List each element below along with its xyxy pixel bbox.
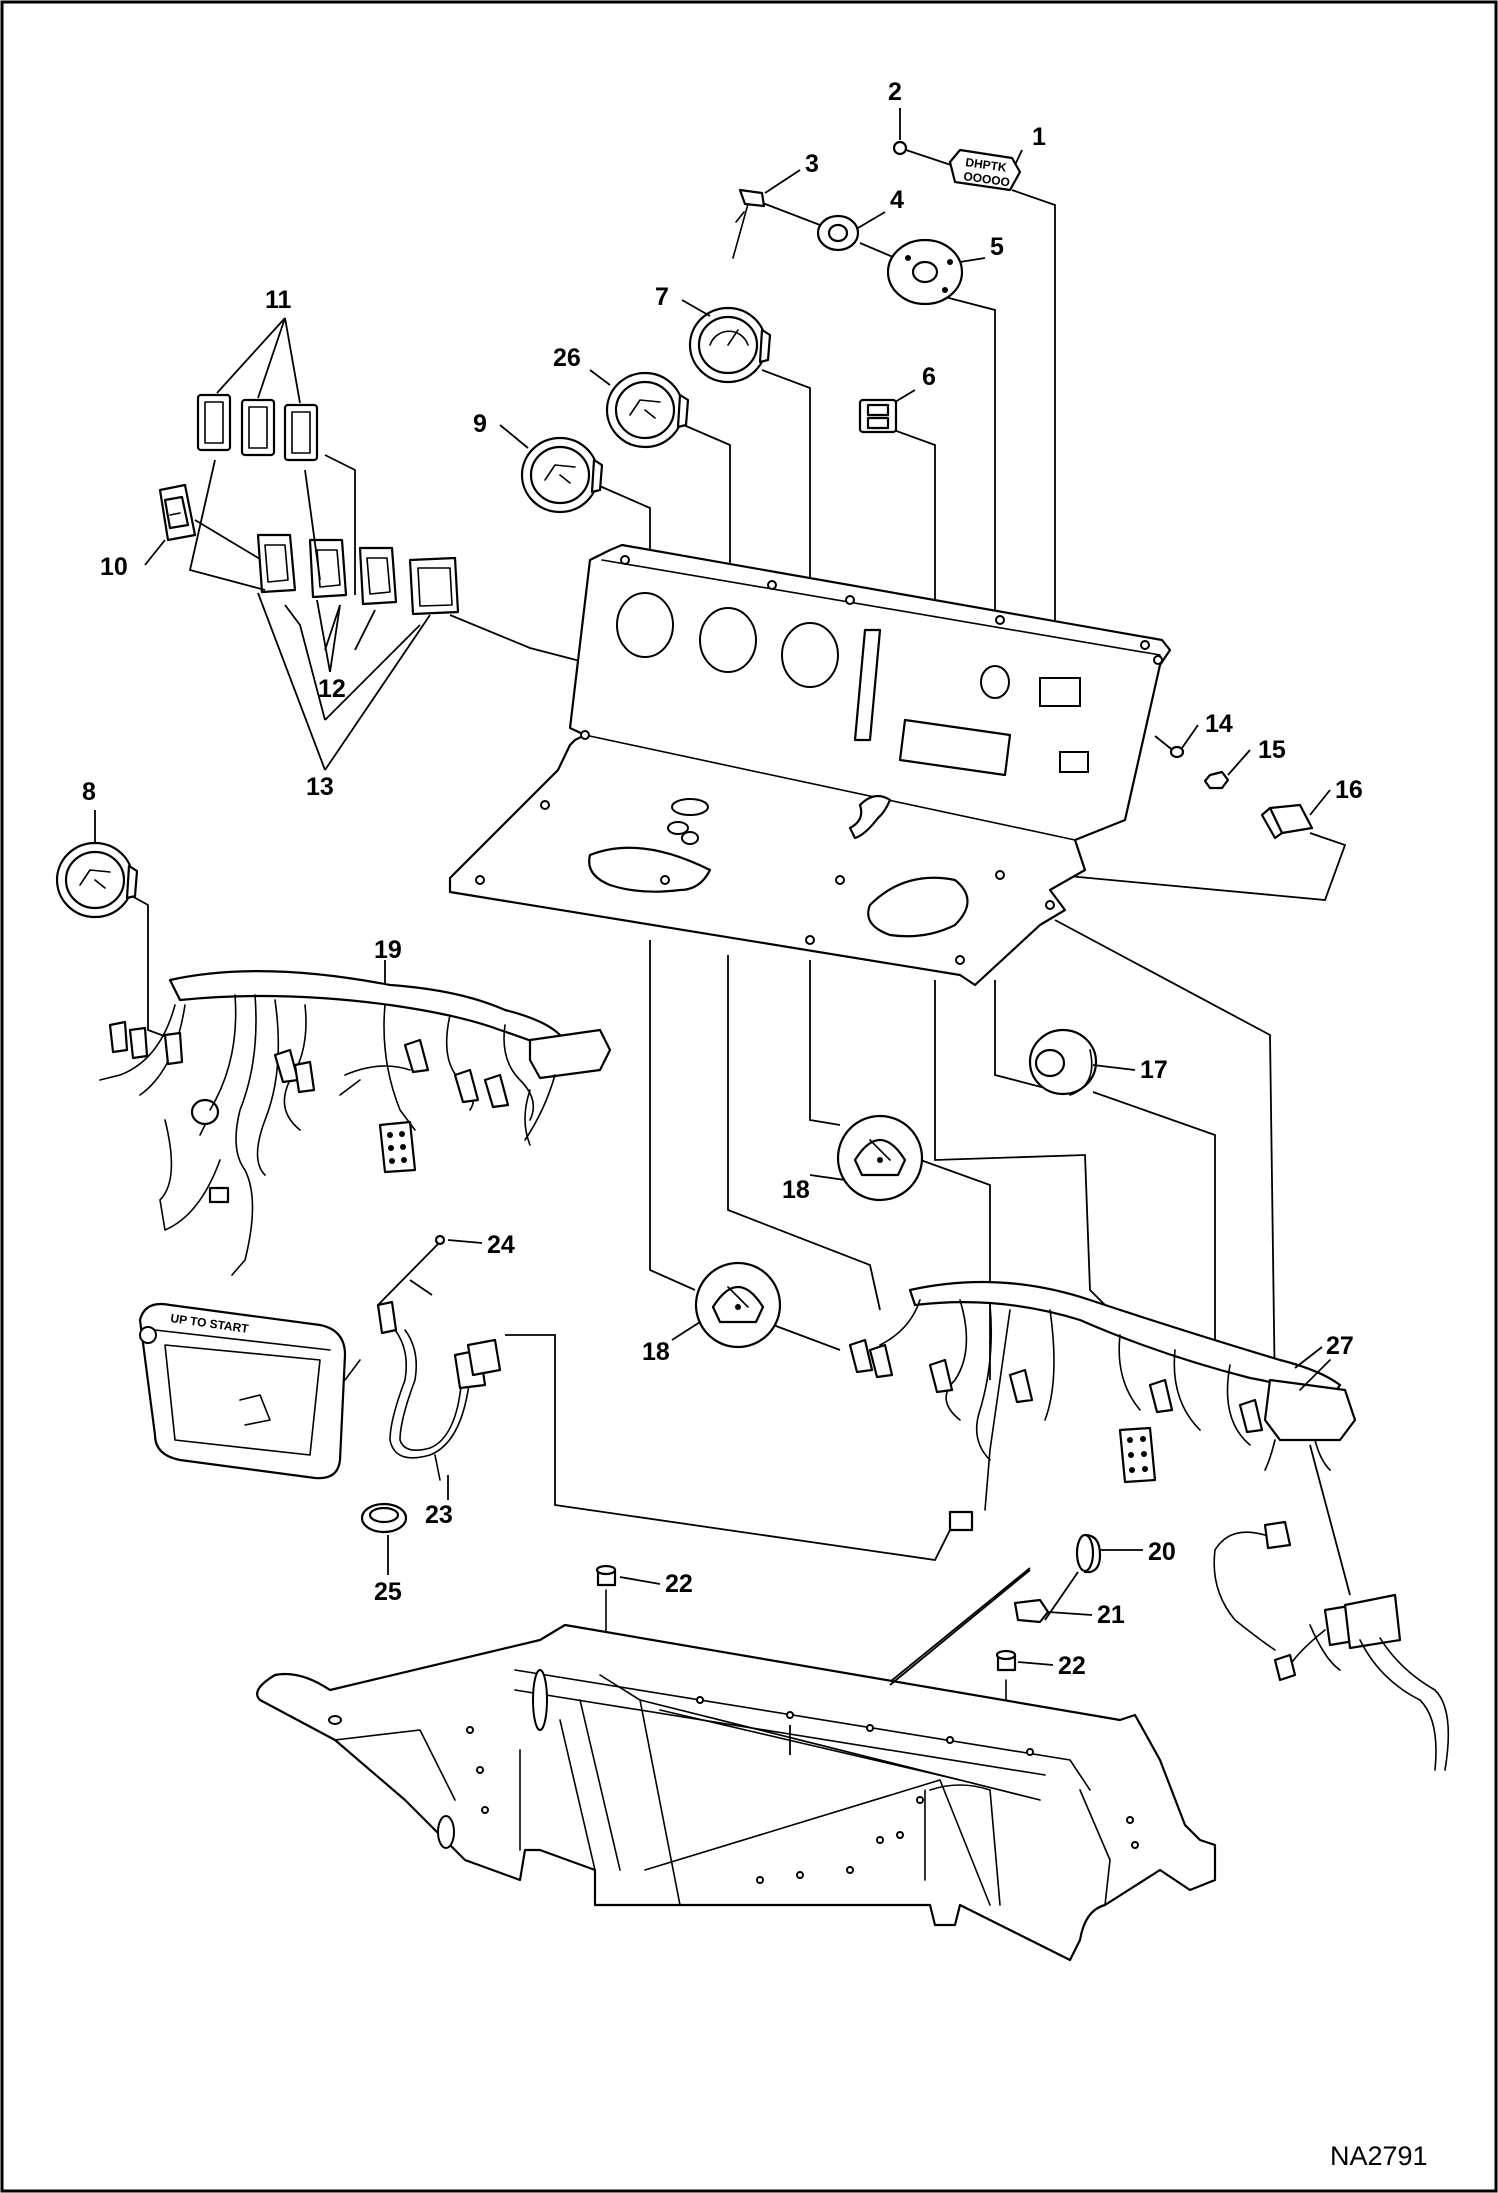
callout-3: 3 bbox=[805, 150, 819, 178]
nut-15 bbox=[1203, 770, 1230, 790]
seat-bar-switch-housing: UP TO START bbox=[138, 1302, 361, 1480]
gauge-9 bbox=[520, 436, 604, 514]
callout-leaders bbox=[94, 108, 1331, 1666]
loose-harness-right bbox=[1213, 1520, 1450, 1771]
callout-19: 19 bbox=[374, 936, 402, 964]
work-light-18-lower bbox=[694, 1261, 782, 1349]
switches-12 bbox=[256, 533, 398, 606]
small-nut bbox=[892, 140, 908, 156]
callout-26: 26 bbox=[553, 344, 581, 372]
callout-4: 4 bbox=[890, 186, 904, 214]
instrument-panel bbox=[448, 543, 1172, 987]
washer-14 bbox=[1169, 745, 1185, 759]
callout-16: 16 bbox=[1335, 776, 1363, 804]
mounting-plate-5 bbox=[886, 238, 964, 306]
callout-22-left: 22 bbox=[665, 1570, 693, 1598]
work-light-18-upper bbox=[836, 1114, 924, 1202]
callout-18-upper: 18 bbox=[782, 1176, 810, 1204]
grommet-25 bbox=[360, 1502, 408, 1534]
callout-8: 8 bbox=[82, 778, 96, 806]
sender-bracket bbox=[732, 188, 766, 259]
callout-5: 5 bbox=[990, 233, 1004, 261]
switch-13 bbox=[408, 556, 460, 616]
callout-27: 27 bbox=[1326, 1332, 1354, 1360]
switch-blanks-11 bbox=[196, 393, 319, 462]
gauge-7 bbox=[688, 306, 772, 384]
callout-11: 11 bbox=[265, 286, 292, 314]
callout-25: 25 bbox=[374, 1578, 402, 1606]
jumper-harness-23 bbox=[376, 1300, 502, 1481]
lower-frame-weldment bbox=[256, 1623, 1217, 1962]
svg-text:OOOOO: OOOOO bbox=[963, 169, 1011, 189]
relay-16 bbox=[1260, 803, 1314, 840]
callout-1: 1 bbox=[1032, 123, 1046, 151]
gauge-8 bbox=[55, 841, 139, 919]
callout-2: 2 bbox=[888, 78, 902, 106]
callout-18-lower: 18 bbox=[642, 1338, 670, 1366]
gauge-26 bbox=[605, 371, 690, 449]
callout-labels: 1 2 3 4 5 6 7 8 9 10 11 12 13 14 15 16 1… bbox=[82, 78, 1363, 1680]
grommet-4 bbox=[816, 214, 860, 252]
callout-24: 24 bbox=[487, 1231, 515, 1259]
callout-9: 9 bbox=[473, 410, 487, 438]
leader-lines bbox=[129, 147, 1351, 1691]
clip-21 bbox=[1013, 1598, 1050, 1624]
switch-connector-lines bbox=[188, 459, 421, 721]
screw-24 bbox=[434, 1234, 446, 1246]
callout-10: 10 bbox=[100, 553, 128, 581]
wiring-harness-27 bbox=[848, 1280, 1357, 1532]
key-switch-17 bbox=[1028, 1028, 1098, 1096]
callout-12: 12 bbox=[318, 675, 346, 703]
hourmeter-module: DHPTK OOOOO bbox=[948, 148, 1022, 192]
callout-7: 7 bbox=[655, 283, 669, 311]
svg-text:DHPTK: DHPTK bbox=[965, 155, 1008, 175]
callout-17: 17 bbox=[1140, 1056, 1168, 1084]
frame-mount-line bbox=[889, 1569, 1031, 1686]
callout-14: 14 bbox=[1205, 710, 1233, 738]
rocker-switch-10 bbox=[158, 483, 197, 542]
callout-13: 13 bbox=[306, 773, 334, 801]
figure-reference-code: NA2791 bbox=[1330, 2141, 1428, 2171]
callout-20: 20 bbox=[1148, 1538, 1176, 1566]
wiring-harness-19 bbox=[99, 970, 612, 1276]
indicator-light-6 bbox=[858, 398, 898, 434]
clip-20 bbox=[1075, 1533, 1102, 1574]
callout-22-right: 22 bbox=[1058, 1652, 1086, 1680]
callout-15: 15 bbox=[1258, 736, 1286, 764]
callout-23: 23 bbox=[425, 1501, 453, 1529]
callout-21: 21 bbox=[1097, 1601, 1125, 1629]
plug-22-left bbox=[595, 1564, 617, 1665]
callout-6: 6 bbox=[922, 363, 936, 391]
